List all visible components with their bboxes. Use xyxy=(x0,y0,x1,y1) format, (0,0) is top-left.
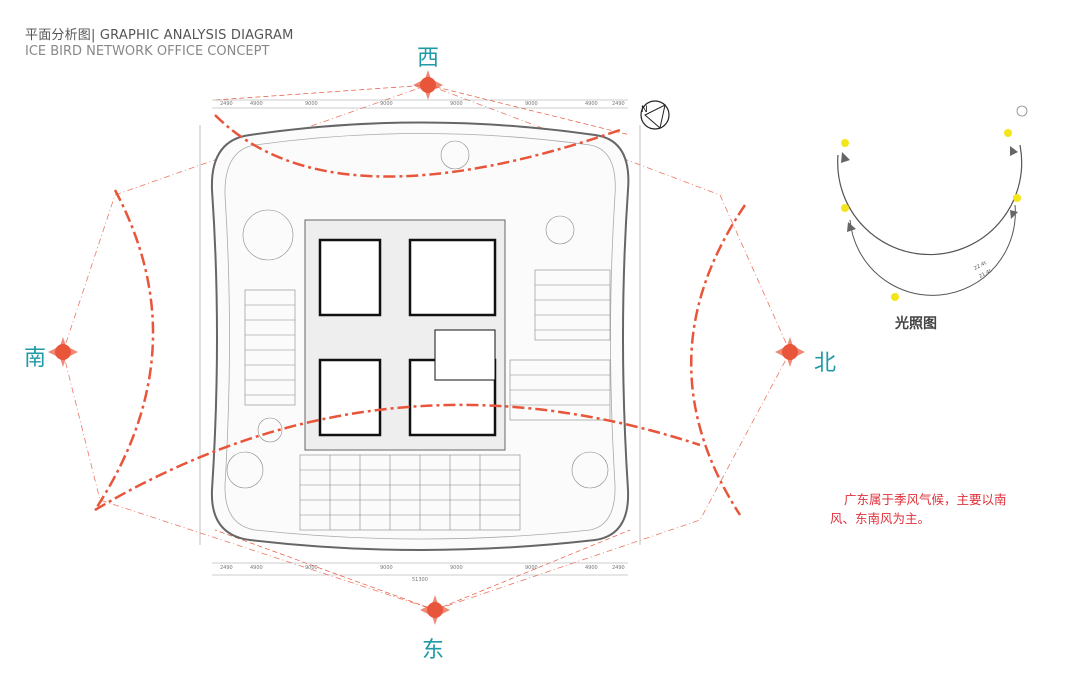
svg-text:4900: 4900 xyxy=(585,101,598,107)
svg-text:2490: 2490 xyxy=(612,565,625,571)
svg-text:22.4t: 22.4t xyxy=(973,260,987,271)
direction-west: 西 xyxy=(417,46,440,71)
direction-east: 东 xyxy=(422,638,445,663)
svg-text:9000: 9000 xyxy=(380,101,393,107)
svg-text:9000: 9000 xyxy=(305,565,318,571)
core-rooms xyxy=(318,238,497,437)
direction-south: 南 xyxy=(24,346,47,371)
sunlight-diagram: 22.4t 21.4t xyxy=(837,105,1028,301)
dimension-labels-top: 2490 4900 9000 9000 9000 9000 4900 2490 xyxy=(220,101,625,107)
svg-text:4900: 4900 xyxy=(585,565,598,571)
svg-text:9000: 9000 xyxy=(450,101,463,107)
svg-text:9000: 9000 xyxy=(380,565,393,571)
north-arrow-icon: N xyxy=(640,100,670,130)
svg-text:21.4t: 21.4t xyxy=(978,268,992,279)
svg-text:9000: 9000 xyxy=(305,101,318,107)
wind-flow-arcs xyxy=(93,114,747,516)
svg-text:2490: 2490 xyxy=(220,101,233,107)
diagram-subtitle: ICE BIRD NETWORK OFFICE CONCEPT xyxy=(25,44,270,59)
diagram-title: 平面分析图| GRAPHIC ANALYSIS DIAGRAM xyxy=(25,28,294,43)
svg-text:N: N xyxy=(641,105,648,115)
wind-sun-icons xyxy=(48,70,805,625)
svg-text:4900: 4900 xyxy=(250,101,263,107)
dimension-total: 51300 xyxy=(412,577,428,583)
svg-text:2490: 2490 xyxy=(612,101,625,107)
svg-text:9000: 9000 xyxy=(450,565,463,571)
dimension-labels-bottom: 2490 4900 9000 9000 9000 9000 4900 2490 … xyxy=(220,565,625,583)
svg-text:9000: 9000 xyxy=(525,565,538,571)
workstation-desks xyxy=(226,140,611,531)
direction-north: 北 xyxy=(814,351,837,376)
svg-text:4900: 4900 xyxy=(250,565,263,571)
svg-text:2490: 2490 xyxy=(220,565,233,571)
sunlight-diagram-label: 光照图 xyxy=(895,316,937,332)
svg-text:9000: 9000 xyxy=(525,101,538,107)
dimension-lines xyxy=(199,99,641,576)
climate-note: 广东属于季风气候，主要以南风、东南风为主。 xyxy=(830,492,1007,526)
